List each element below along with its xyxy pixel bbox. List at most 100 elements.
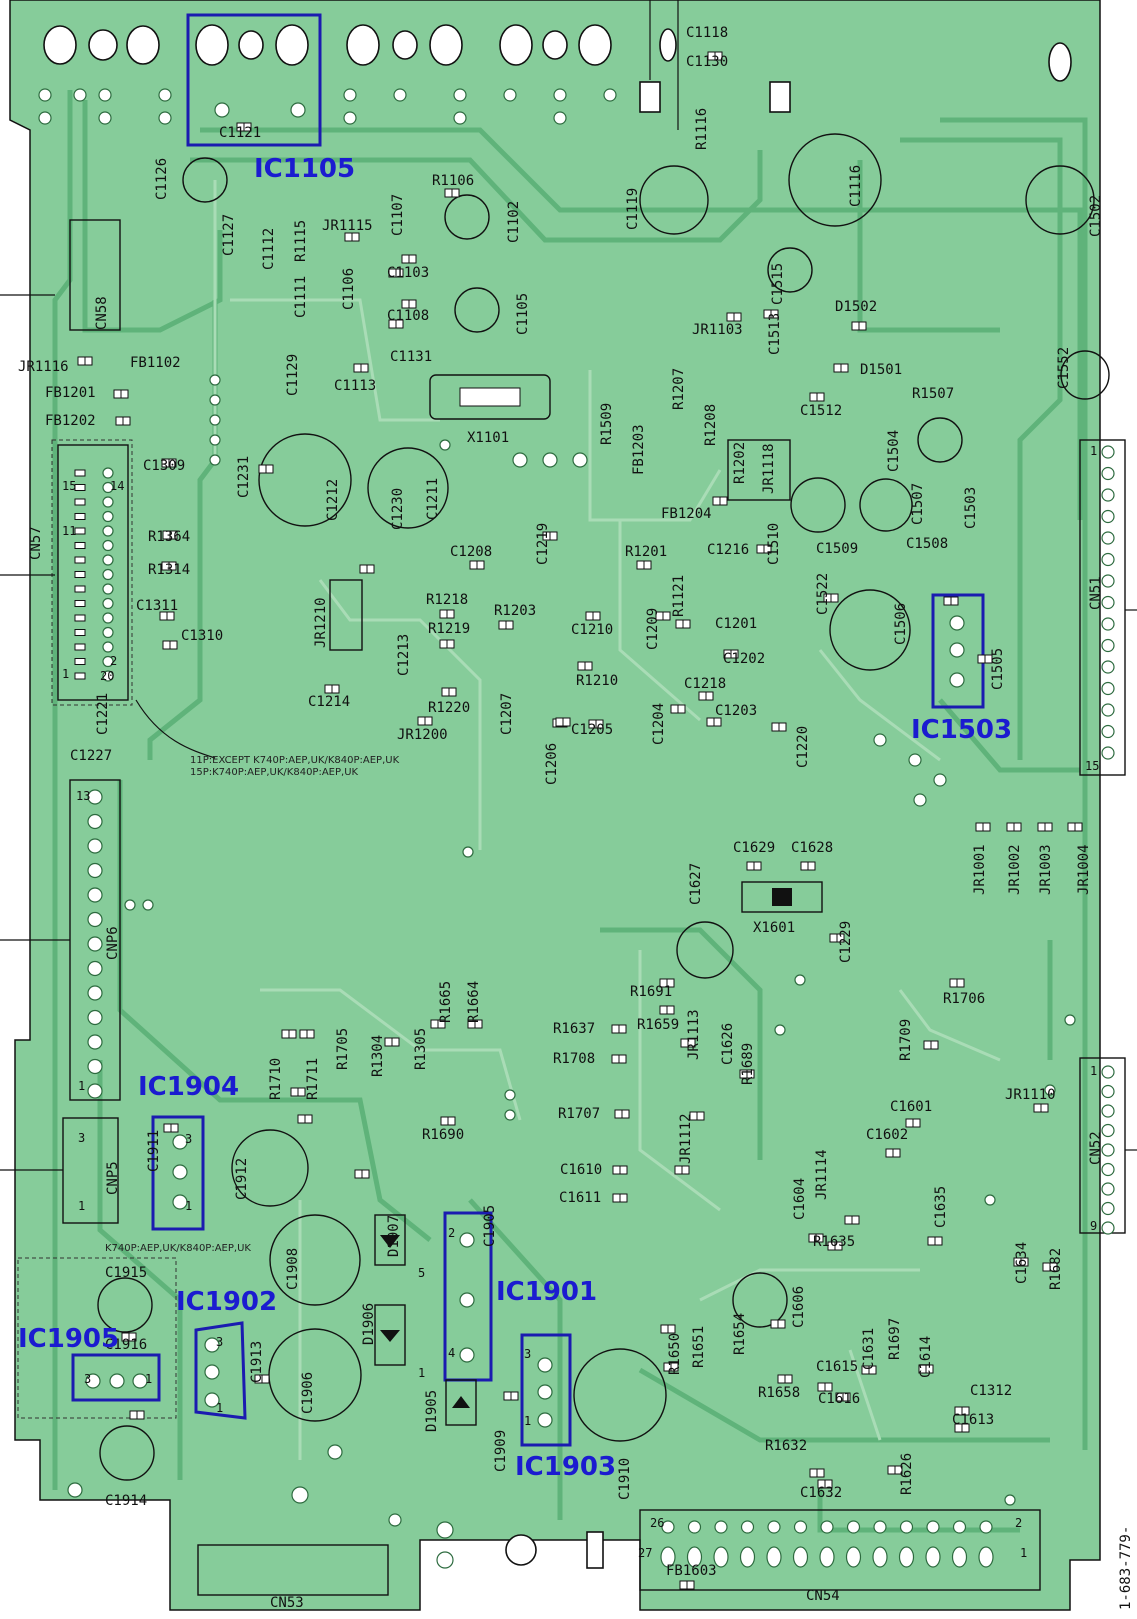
ref-label-vertical: R1626: [899, 1453, 915, 1495]
pin-number-label: 15: [62, 479, 76, 493]
pad-field: [38, 88, 1076, 1569]
ref-label-vertical: C1911: [146, 1130, 162, 1172]
connector-pin: [1101, 531, 1115, 545]
note-ic1905: K740P:AEP,UK/K840P:AEP,UK: [105, 1243, 251, 1254]
reference-labels-horizontal: C1118C1130C1121R1106JR1115C1103C1108C113…: [18, 25, 1056, 1579]
pin-number-label: 15: [1085, 759, 1099, 773]
ref-label-vertical: C1626: [720, 1023, 736, 1065]
connector-pin: [687, 1520, 702, 1534]
ref-label-vertical: C1906: [300, 1372, 316, 1414]
connector-pin: [739, 1546, 756, 1568]
ref-label-vertical: C1503: [963, 487, 979, 529]
connector-pin: [1101, 660, 1115, 674]
ref-label-vertical: C1635: [933, 1186, 949, 1228]
connector-pin: [74, 658, 86, 665]
connector-label-cnp6: CNP6: [105, 926, 121, 960]
ref-label-vertical: R1116: [694, 108, 710, 150]
connector-labels: CN58 CN57 CNP6 CNP5 CN53 CN54 CN51 CN52: [28, 296, 1104, 1611]
connector-pin: [87, 1034, 103, 1050]
pin-number-label: 1: [78, 1079, 85, 1093]
connector-pin: [872, 1546, 888, 1568]
pin-number-label: 3: [185, 1132, 192, 1146]
ref-label: C1629: [733, 840, 775, 856]
connector-pin: [873, 1520, 887, 1534]
connector-pin: [74, 643, 86, 651]
ref-label-vertical: C1912: [234, 1158, 250, 1200]
ref-label-vertical: C1119: [625, 188, 641, 230]
pin-number-label: 14: [110, 479, 124, 493]
connector-pin: [74, 672, 86, 680]
connector-pin: [819, 1546, 835, 1568]
ic-labels: IC1105 IC1503 IC1904 IC1902 IC1905 IC190…: [18, 154, 1012, 1482]
ref-label: C1632: [800, 1485, 842, 1501]
ref-label-vertical: C1905: [482, 1205, 498, 1247]
ref-label: C1508: [906, 536, 948, 552]
connector-pin: [952, 1520, 967, 1534]
connector-pin: [1101, 509, 1115, 524]
connector-pin: [87, 960, 103, 977]
connector-pin: [740, 1520, 755, 1534]
connector-label-cn54: CN54: [806, 1588, 840, 1604]
ref-label-vertical: R1664: [466, 981, 482, 1023]
ref-label: D1502: [835, 299, 877, 315]
ref-label-vertical: C1126: [154, 158, 170, 200]
ref-label-vertical: C1102: [506, 201, 522, 243]
ref-label-vertical: C1204: [651, 703, 667, 745]
ref-label: C1108: [387, 308, 429, 324]
ic1904-box: [151, 1115, 205, 1231]
ref-label: C1218: [684, 676, 726, 692]
ref-label-vertical: C1910: [617, 1458, 633, 1500]
ref-label-vertical: C1229: [838, 921, 854, 963]
ref-label: C1309: [143, 458, 185, 474]
ref-label: C1602: [866, 1127, 908, 1143]
connector-pin: [74, 629, 86, 636]
ref-label: R1708: [553, 1051, 595, 1067]
ref-label: C1201: [715, 616, 757, 632]
ref-label: C1130: [686, 54, 728, 70]
ref-label-vertical: C1504: [886, 430, 902, 472]
connector-pin: [846, 1520, 861, 1534]
ref-label-vertical: JR1004: [1076, 844, 1092, 895]
pin-number-label: 11: [62, 524, 76, 538]
ref-label: FB1204: [661, 506, 712, 522]
ref-label-vertical: JR1112: [678, 1113, 694, 1164]
connector-label-cn51: CN51: [1088, 576, 1104, 610]
connector-pin: [978, 1546, 994, 1568]
ref-label-vertical: R1121: [671, 575, 687, 617]
ref-label: X1601: [753, 920, 795, 936]
connector-pin: [766, 1546, 782, 1568]
pin-number-label: 5: [418, 1266, 425, 1280]
ref-label-vertical: R1208: [703, 404, 719, 446]
ref-label: JR1116: [18, 359, 69, 375]
ref-label-vertical: R1711: [305, 1058, 321, 1100]
ref-label: R1658: [758, 1385, 800, 1401]
ref-label: C1310: [181, 628, 223, 644]
ref-label-vertical: C1219: [535, 523, 551, 565]
ref-label: C1202: [723, 651, 765, 667]
pin-number-label: 3: [216, 1335, 223, 1349]
ic-label-ic1905: IC1905: [18, 1324, 119, 1354]
ref-label-vertical: JR1002: [1007, 844, 1023, 895]
ref-label-vertical: C1604: [792, 1178, 808, 1220]
ref-label-vertical: R1710: [268, 1058, 284, 1100]
connector-pin: [87, 789, 103, 805]
ref-label-vertical: C1230: [390, 488, 406, 530]
ic-label-ic1901: IC1901: [496, 1277, 597, 1307]
connector-pin: [102, 568, 114, 581]
ref-label: C1214: [308, 694, 350, 710]
ref-label-vertical: C1221: [95, 693, 111, 735]
pin-number-label: 1: [1090, 1064, 1097, 1078]
ic-label-ic1105: IC1105: [254, 154, 355, 184]
ref-label-vertical: C1209: [645, 608, 661, 650]
diodes: [374, 1214, 477, 1426]
connector-pin: [1101, 552, 1115, 567]
connector-pin: [87, 1058, 103, 1075]
pin-number-label: 1: [216, 1401, 223, 1415]
thin-trace-network: [213, 180, 1001, 1460]
connector-pin: [102, 481, 114, 494]
connector-pin: [102, 510, 114, 523]
ref-label: C1121: [219, 125, 261, 141]
ref-label-vertical: C1231: [236, 456, 252, 498]
ref-label: C1210: [571, 622, 613, 638]
